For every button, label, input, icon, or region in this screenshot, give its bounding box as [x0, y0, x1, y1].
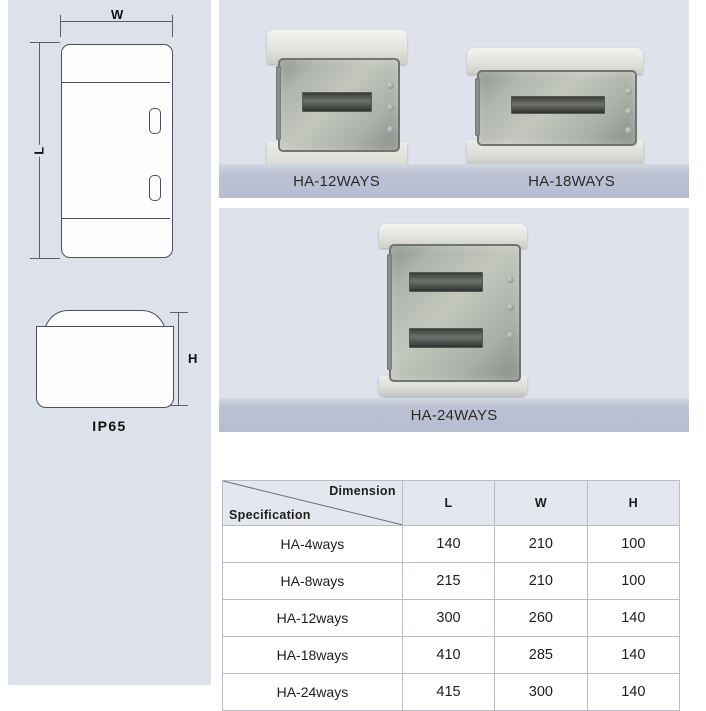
- cell-spec: HA-18ways: [222, 636, 403, 674]
- side-body: [36, 326, 174, 408]
- cell-spec: HA-24ways: [222, 673, 403, 711]
- cell-w: 210: [494, 525, 588, 563]
- cell-h: 140: [586, 599, 681, 637]
- door-screw-top: [507, 276, 514, 283]
- front-top-seam: [62, 82, 170, 84]
- drawing-panel: W L H IP65: [8, 0, 211, 685]
- photo-panel-top: HA-12WAYS HA-18WAYS: [219, 0, 689, 198]
- product-column: HA-12WAYS HA-18WAYS HA-24WAYS: [219, 0, 689, 432]
- height-tick-bottom: [170, 405, 188, 407]
- caption-ha18ways: HA-18WAYS: [528, 172, 615, 190]
- height-label: H: [186, 351, 200, 366]
- caption-ha12ways: HA-12WAYS: [293, 172, 380, 190]
- cell-h: 140: [586, 673, 681, 711]
- table-corner-cell: Dimension Specification: [222, 480, 403, 526]
- product-image-ha24ways: [379, 224, 527, 396]
- front-enclosure-outline: [61, 44, 173, 258]
- column-header-h: H: [586, 480, 681, 526]
- height-tick-top: [170, 312, 188, 314]
- width-tick-left: [60, 15, 62, 37]
- width-tick-right: [172, 15, 174, 37]
- side-view-drawing: H: [8, 300, 211, 480]
- cell-w: 300: [494, 673, 588, 711]
- cell-l: 140: [401, 525, 496, 563]
- front-latch-lower: [149, 175, 161, 201]
- breaker-slot-upper: [409, 272, 483, 292]
- cell-w: 285: [494, 636, 588, 674]
- cell-w: 210: [494, 562, 588, 600]
- enclosure-door: [389, 244, 521, 382]
- door-hinge-left: [387, 254, 392, 370]
- door-screw-top: [387, 82, 394, 89]
- caption-bar-bottom: HA-24WAYS: [219, 398, 689, 432]
- cell-spec: HA-8ways: [222, 562, 403, 600]
- caption-ha24ways: HA-24WAYS: [410, 406, 498, 424]
- cell-l: 300: [401, 599, 496, 637]
- front-bottom-seam: [62, 218, 170, 220]
- length-tick-top: [30, 42, 60, 44]
- door-hinge-left: [475, 78, 480, 136]
- ip-rating-label: IP65: [92, 418, 127, 434]
- column-header-w: W: [494, 480, 588, 526]
- cell-spec: HA-4ways: [222, 525, 403, 563]
- corner-diagonal-icon: [223, 481, 402, 525]
- product-image-ha12ways: [267, 30, 407, 178]
- breaker-slot: [511, 96, 605, 114]
- width-label: W: [109, 7, 126, 22]
- cell-h: 140: [586, 636, 681, 674]
- length-label: L: [31, 144, 47, 157]
- photo-panel-bottom: HA-24WAYS: [219, 208, 689, 432]
- product-image-ha18ways: [467, 48, 643, 166]
- cell-spec: HA-12ways: [222, 599, 403, 637]
- cell-h: 100: [586, 525, 681, 563]
- door-screw-middle: [387, 104, 394, 111]
- panel-gap: [219, 198, 689, 208]
- breaker-slot: [302, 92, 372, 112]
- breaker-slot-lower: [409, 328, 483, 348]
- door-hinge-left: [276, 66, 281, 140]
- door-screw-middle: [507, 304, 514, 311]
- specification-header-label: Specification: [229, 508, 311, 522]
- door-screw-middle: [625, 108, 632, 115]
- door-screw-top: [625, 88, 632, 95]
- door-screw-bottom: [387, 126, 394, 133]
- dimension-header-label: Dimension: [329, 484, 396, 498]
- front-latch-upper: [149, 108, 161, 134]
- enclosure-lid: [467, 48, 643, 74]
- cell-l: 215: [401, 562, 496, 600]
- cell-l: 415: [401, 673, 496, 711]
- caption-bar-top: HA-12WAYS HA-18WAYS: [219, 164, 689, 198]
- height-dimension-line: [178, 312, 180, 406]
- column-header-l: L: [401, 480, 496, 526]
- front-view-drawing: W L: [8, 0, 211, 290]
- cell-l: 410: [401, 636, 496, 674]
- width-dimension-line: [60, 21, 173, 23]
- length-tick-bottom: [30, 258, 60, 260]
- door-screw-bottom: [625, 127, 632, 134]
- cell-w: 260: [494, 599, 588, 637]
- table-header-row: Dimension Specification L W H: [222, 480, 681, 526]
- cell-h: 100: [586, 562, 681, 600]
- door-screw-bottom: [507, 332, 514, 339]
